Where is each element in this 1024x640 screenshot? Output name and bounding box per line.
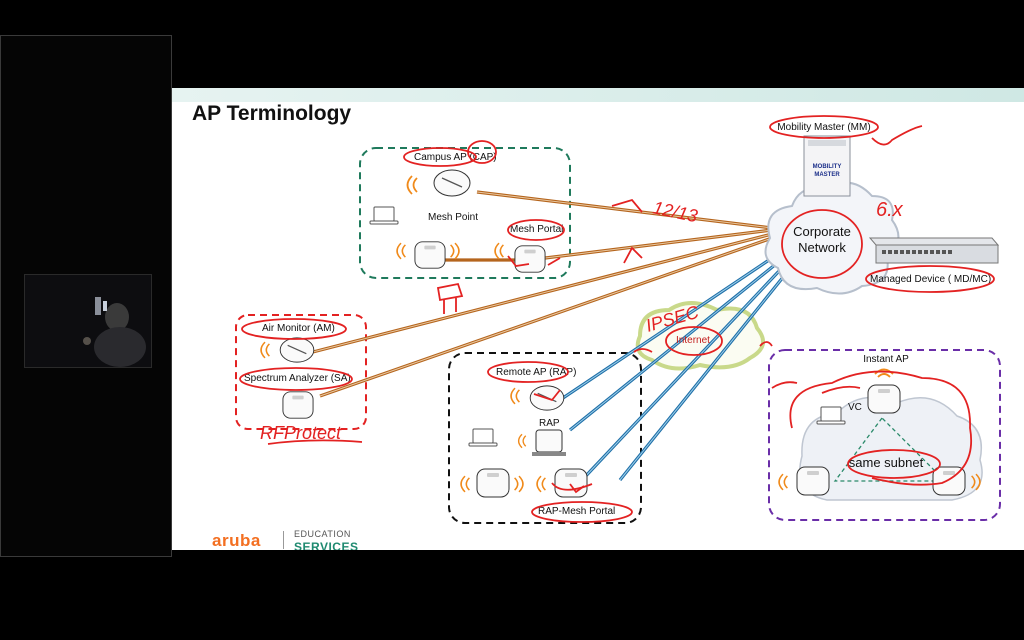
managed-device bbox=[868, 237, 1000, 264]
instant-ap-icon bbox=[796, 466, 830, 496]
spectrum-analyzer-label: Spectrum Analyzer (SA) bbox=[244, 373, 351, 384]
mesh-point-ap-icon bbox=[433, 169, 471, 197]
wifi-left-icon bbox=[460, 475, 471, 493]
mobility-master-device: MOBILITY MASTER bbox=[803, 135, 851, 197]
wifi-right-icon bbox=[513, 475, 524, 493]
ink-annotations bbox=[239, 115, 995, 523]
mm-device-label-2: MASTER bbox=[814, 172, 840, 178]
internet-label: Internet bbox=[676, 335, 710, 346]
wifi-left-icon bbox=[536, 475, 547, 493]
aruba-logo: aruba bbox=[212, 531, 261, 550]
rap-label: RAP bbox=[539, 418, 560, 429]
wifi-left-icon bbox=[510, 387, 521, 405]
wifi-up-icon bbox=[874, 368, 894, 378]
same-subnet-label: same subnet bbox=[849, 455, 924, 470]
wifi-left-icon bbox=[406, 175, 418, 195]
access-point-icon bbox=[414, 241, 446, 269]
rf-protect-annotation: RFProtect bbox=[260, 423, 342, 443]
mesh-portal-label: Mesh Portal bbox=[510, 224, 563, 235]
count-annotation-1: 12/13 bbox=[651, 197, 699, 226]
instant-ap-label: Instant AP bbox=[863, 354, 909, 365]
corporate-network-label-2: Network bbox=[798, 240, 846, 255]
managed-device-label: Managed Device ( MD/MC) bbox=[870, 274, 991, 285]
remote-ap-group bbox=[448, 352, 642, 524]
wifi-left-icon bbox=[396, 242, 407, 260]
webcam-video bbox=[24, 274, 152, 368]
corporate-network-label-1: Corporate bbox=[793, 224, 851, 239]
wifi-left-icon bbox=[517, 433, 527, 449]
network-diagram: Corporate Network MOBILITY MASTER Mobili… bbox=[235, 115, 1001, 524]
campus-ap-label: Campus AP (CAP) bbox=[414, 152, 497, 163]
air-monitor-label: Air Monitor (AM) bbox=[262, 323, 335, 334]
mm-device-label-1: MOBILITY bbox=[813, 164, 842, 170]
mesh-ap-icon bbox=[476, 468, 510, 498]
footer-education: EDUCATION bbox=[294, 529, 351, 539]
laptop-icon bbox=[468, 428, 498, 447]
air-monitor-ap-icon bbox=[279, 337, 315, 363]
presentation-slide: Corporate Network MOBILITY MASTER Mobili… bbox=[172, 88, 1024, 550]
footer-services: SERVICES bbox=[294, 540, 359, 550]
wifi-left-icon bbox=[494, 242, 505, 260]
mesh-point-label: Mesh Point bbox=[428, 212, 478, 223]
campus-ap-group bbox=[359, 147, 571, 279]
slide-title: AP Terminology bbox=[192, 102, 352, 125]
instant-ap-group bbox=[768, 349, 1001, 521]
mesh-portal-ap-icon bbox=[514, 245, 546, 273]
slide-header-bar bbox=[172, 88, 1024, 102]
rap-mesh-portal-label: RAP-Mesh Portal bbox=[538, 506, 615, 517]
wifi-right-icon bbox=[449, 242, 460, 260]
vc-label: VC bbox=[848, 402, 862, 413]
remote-ap-label: Remote AP (RAP) bbox=[496, 367, 576, 378]
footer-divider bbox=[283, 531, 284, 549]
rap-mesh-portal-ap-icon bbox=[554, 468, 588, 498]
wifi-left-icon bbox=[260, 341, 271, 359]
spectrum-analyzer-ap-icon bbox=[282, 391, 314, 419]
rf-group bbox=[235, 314, 367, 430]
virtual-controller-ap-icon bbox=[867, 384, 901, 414]
presenter-silhouette bbox=[83, 297, 146, 367]
laptop-icon bbox=[369, 206, 399, 225]
count-annotation-2: 6.x bbox=[876, 199, 904, 221]
rap-device-icon bbox=[532, 429, 566, 456]
laptop-icon bbox=[816, 406, 846, 425]
mobility-master-label: Mobility Master (MM) bbox=[777, 122, 870, 133]
wifi-left-icon bbox=[778, 473, 789, 491]
